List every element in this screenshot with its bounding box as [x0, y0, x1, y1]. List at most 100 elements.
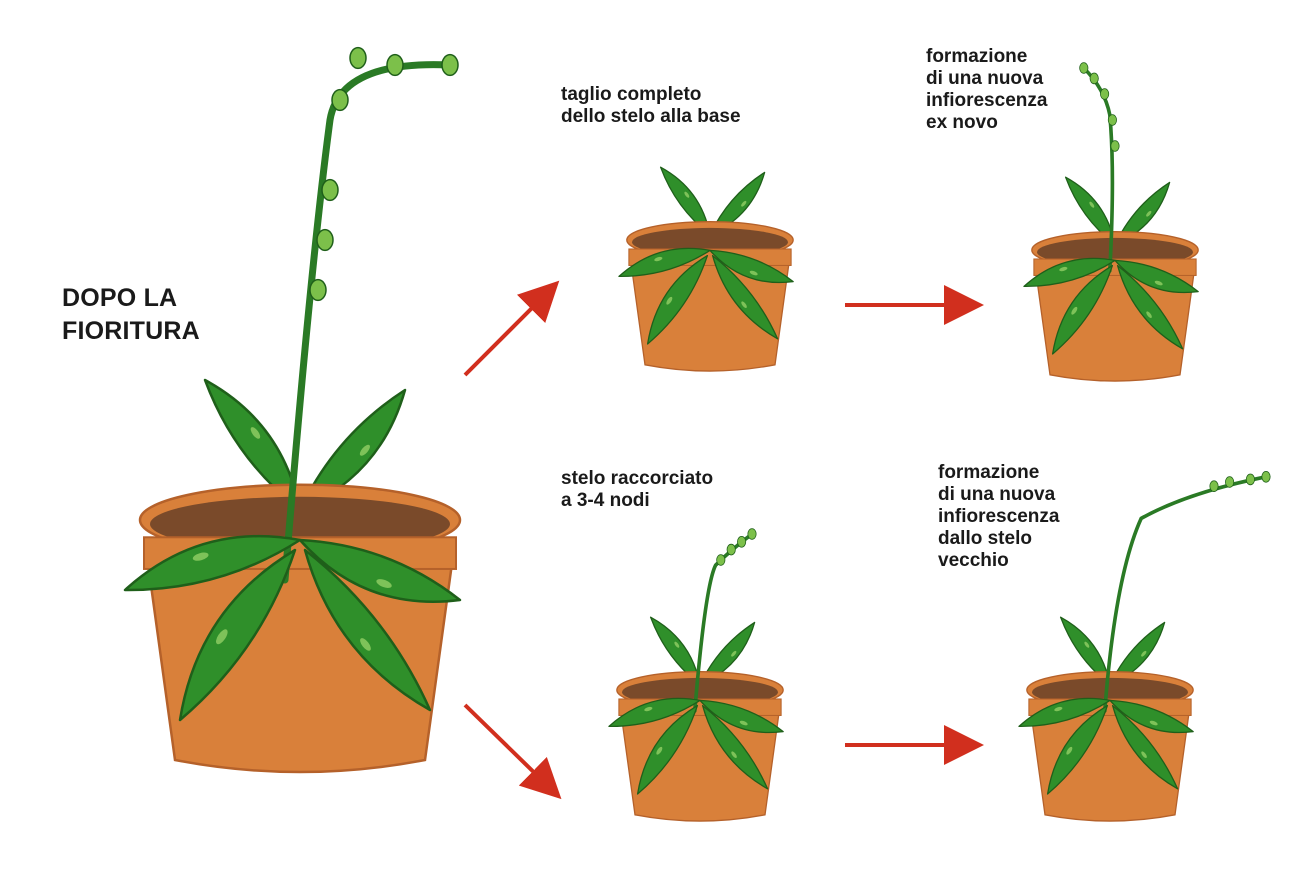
leaf	[701, 704, 769, 790]
leaf-highlight	[1141, 751, 1147, 759]
step-line: infiorescenza	[926, 90, 1048, 112]
leaf-highlight	[216, 629, 228, 645]
leaf-highlight	[1149, 720, 1158, 726]
leaf	[298, 538, 462, 603]
bud	[1110, 140, 1120, 152]
step-label-complete-cut: taglio completo dello stelo alla base	[561, 84, 741, 128]
orchid-new-inflorescence	[1023, 62, 1199, 382]
pot-body	[619, 704, 781, 822]
leaf-highlight	[674, 641, 680, 648]
step-label-new-inflorescence: formazione di una nuova infiorescenza ex…	[926, 46, 1047, 134]
leaf-highlight	[741, 301, 747, 309]
leaf	[1109, 699, 1194, 734]
leaf	[659, 166, 711, 236]
leaf	[178, 548, 297, 722]
leaf	[646, 254, 709, 345]
bud	[1100, 88, 1110, 100]
leaf-highlight	[359, 444, 370, 456]
leaf-highlight	[684, 191, 690, 198]
step-line: di una nuova	[938, 484, 1056, 506]
bud	[1245, 473, 1255, 486]
bud	[321, 178, 339, 202]
leaf	[1018, 697, 1111, 728]
pot-body	[1029, 704, 1191, 822]
leaf-highlight	[1084, 641, 1090, 648]
leaf	[203, 378, 302, 512]
leaf	[1111, 704, 1179, 790]
flower-stem	[692, 532, 754, 713]
step-line: a 3-4 nodi	[561, 490, 650, 512]
leaf	[608, 697, 701, 728]
step-line: vecchio	[938, 550, 1009, 572]
bud	[747, 528, 757, 540]
leaf-highlight	[192, 552, 209, 561]
leaf-highlight	[741, 200, 747, 207]
pot-body	[629, 254, 791, 372]
bud	[1261, 471, 1271, 483]
leaf-highlight	[1146, 210, 1152, 217]
leaf-highlight	[1071, 306, 1078, 315]
leaf	[123, 534, 302, 592]
arrow-to-short	[463, 703, 562, 800]
step-label-shortened-stem: stelo raccorciato a 3-4 nodi	[561, 468, 713, 512]
leaf	[636, 704, 699, 795]
leaf-highlight	[654, 256, 663, 262]
bud	[316, 228, 334, 252]
pot-body	[144, 547, 456, 774]
bud	[726, 543, 736, 556]
title-line: FIORITURA	[62, 316, 200, 345]
bud	[331, 88, 349, 112]
bud	[309, 278, 327, 302]
leaf	[1109, 621, 1166, 686]
bud	[1079, 62, 1089, 74]
leaf	[649, 616, 701, 686]
leaf	[709, 249, 794, 284]
bud	[1225, 476, 1235, 488]
leaf-highlight	[749, 270, 758, 276]
leaf-highlight	[1154, 280, 1163, 286]
leaf-highlight	[1054, 706, 1063, 712]
orchid-old-stem-inflorescence	[1018, 471, 1271, 822]
step-line: infiorescenza	[938, 506, 1060, 528]
leaf	[1023, 257, 1116, 288]
step-line: formazione	[938, 462, 1040, 483]
leaf	[298, 388, 407, 512]
bud	[1209, 480, 1219, 492]
leaf-highlight	[644, 706, 653, 712]
leaf	[709, 171, 766, 236]
leaf	[1059, 616, 1111, 686]
step-line: taglio completo	[561, 84, 702, 105]
bud	[737, 536, 747, 548]
leaf	[1051, 264, 1114, 355]
main-orchid	[123, 46, 462, 774]
step-line: di una nuova	[926, 68, 1044, 90]
leaf	[711, 254, 779, 340]
orchid-shortened-stem	[608, 528, 784, 822]
leaf-highlight	[731, 650, 737, 657]
leaf-highlight	[656, 746, 663, 755]
bud	[386, 53, 404, 77]
step-line: formazione	[926, 46, 1028, 67]
leaf	[618, 247, 711, 278]
leaf	[1114, 259, 1199, 294]
title-line: DOPO LA	[62, 284, 178, 312]
leaf	[699, 621, 756, 686]
step-line: dallo stelo	[938, 528, 1032, 550]
bud	[1089, 72, 1099, 85]
leaf-highlight	[1141, 650, 1147, 657]
leaf	[699, 699, 784, 734]
leaf	[1064, 176, 1116, 246]
bud	[441, 53, 459, 77]
bud	[1107, 114, 1117, 126]
leaf-highlight	[376, 579, 392, 588]
leaf-highlight	[250, 427, 261, 439]
leaf-highlight	[731, 751, 737, 759]
leaf-highlight	[1059, 266, 1068, 272]
step-line: ex novo	[926, 112, 998, 134]
title-after-flowering: DOPO LA FIORITURA	[62, 282, 200, 347]
leaf	[1114, 181, 1171, 246]
leaf	[1116, 264, 1184, 350]
leaf-highlight	[1089, 201, 1095, 208]
